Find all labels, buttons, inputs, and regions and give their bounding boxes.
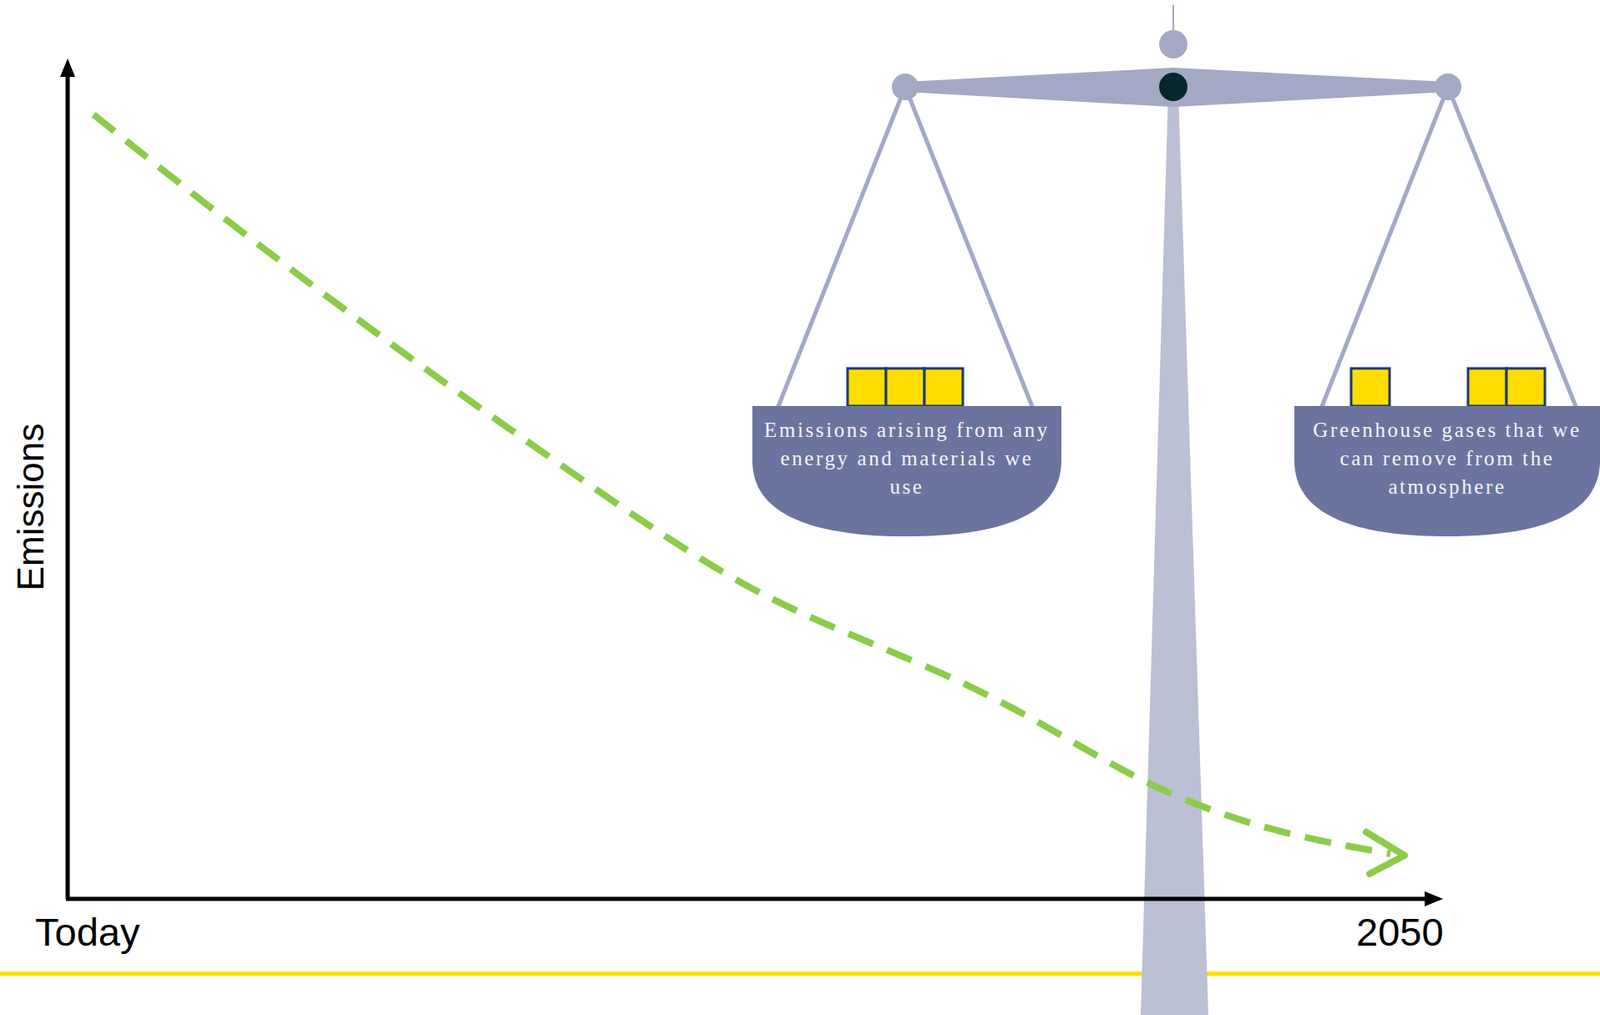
yellow-rule [0,971,1600,976]
beam-end [891,73,919,101]
axis-arrow [1424,891,1444,907]
pan-text: Greenhouse gases that we can remove from… [1301,415,1594,502]
axis-label: Today [35,911,140,952]
axes [65,68,1430,899]
beam-end [1434,73,1462,101]
pan-strings [777,86,1577,409]
pole-tip [1172,5,1175,34]
top-knob [1159,30,1188,59]
scale-pan: Greenhouse gases that we can remove from… [1294,405,1600,537]
emissions-trajectory [93,114,1391,854]
scale-pole [1140,91,1209,1015]
axis-label: 2050 [1356,911,1444,952]
pan-text: Emissions arising from any energy and ma… [762,415,1052,502]
axis-label: Emissions [12,423,50,592]
scale-pan: Emissions arising from any energy and ma… [752,405,1062,537]
pivot [1159,72,1188,102]
scale-beam [905,67,1449,107]
weights [847,368,1545,406]
trajectory-arrowhead [1366,831,1405,874]
axis-arrow [60,58,76,77]
